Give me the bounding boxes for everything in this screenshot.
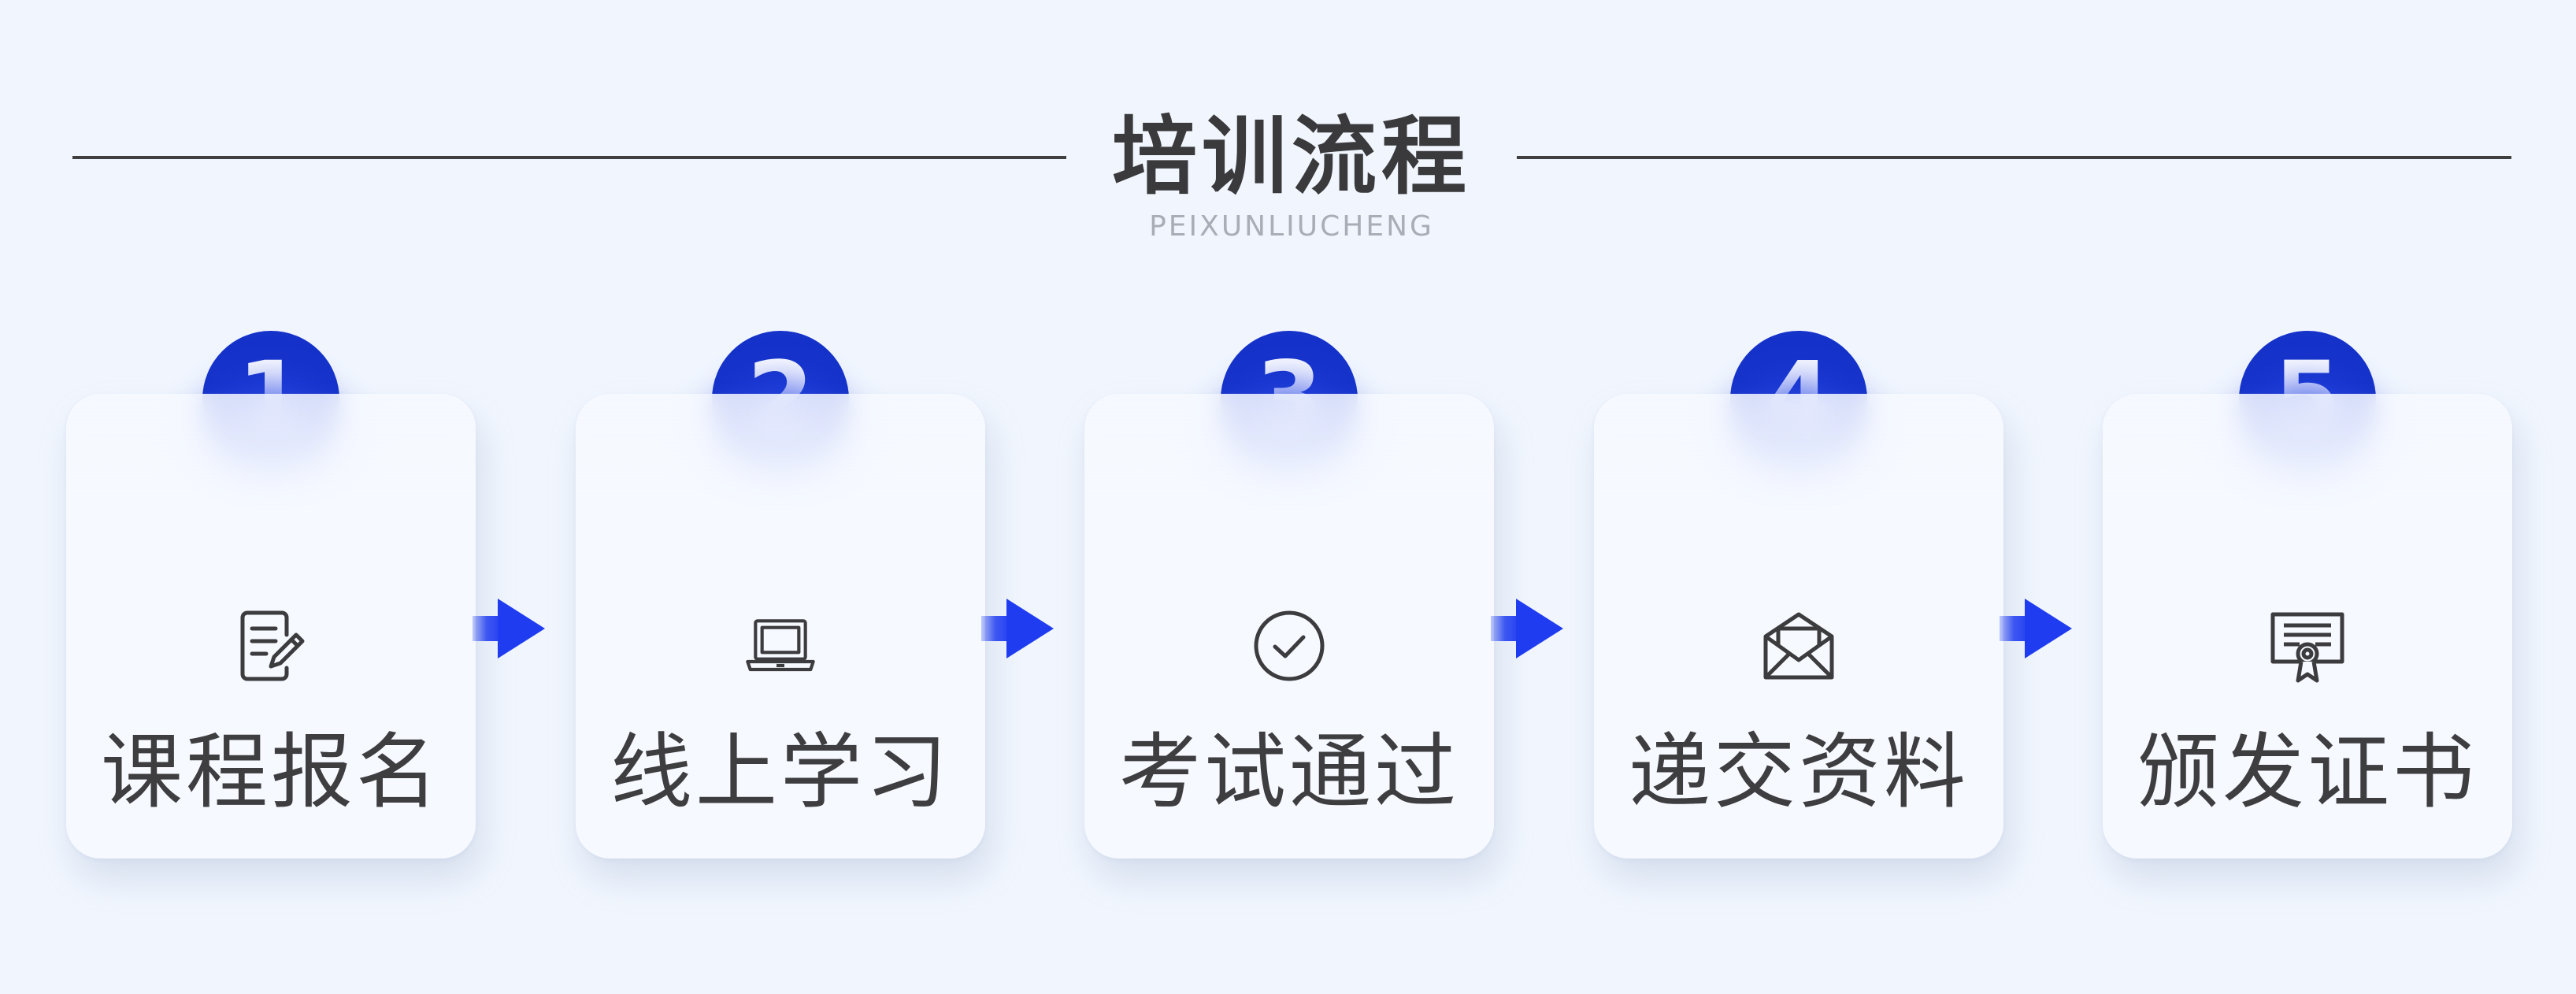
step-5: 5 颁发证书	[2103, 331, 2512, 859]
step-4: 4 递交资料	[1594, 331, 2003, 859]
step-2: 2 线上学习	[576, 331, 985, 859]
step-3: 3 考试通过	[1084, 331, 1494, 859]
laptop-icon	[741, 606, 820, 685]
step-label: 线上学习	[610, 724, 951, 820]
step-1: 1 课程报名	[66, 331, 476, 859]
step-label: 课程报名	[100, 724, 441, 820]
step-card: 递交资料	[1594, 394, 2003, 859]
certificate-icon	[2268, 606, 2347, 685]
step-arrow-icon	[2000, 597, 2074, 660]
page-title: 培训流程	[1111, 108, 1471, 206]
step-label: 考试通过	[1118, 724, 1459, 820]
step-card: 考试通过	[1084, 394, 1494, 859]
step-label: 颁发证书	[2137, 724, 2478, 820]
header-divider-right	[1517, 156, 2511, 159]
step-card: 课程报名	[66, 394, 476, 859]
envelope-icon	[1759, 606, 1838, 685]
step-arrow-icon	[1491, 597, 1565, 660]
header-divider-left	[72, 156, 1066, 159]
page-subtitle: PEIXUNLIUCHENG	[1149, 210, 1434, 243]
step-label: 递交资料	[1628, 724, 1969, 820]
step-card: 颁发证书	[2103, 394, 2512, 859]
step-arrow-icon	[981, 597, 1055, 660]
check-circle-icon	[1250, 606, 1329, 685]
step-arrow-icon	[473, 597, 547, 660]
form-edit-icon	[232, 606, 310, 685]
step-card: 线上学习	[576, 394, 985, 859]
